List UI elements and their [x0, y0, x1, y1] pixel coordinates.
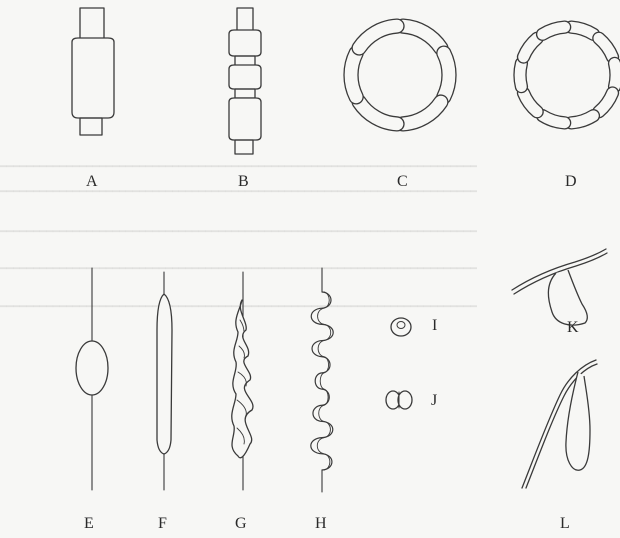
label-c: C: [397, 174, 408, 190]
label-e: E: [84, 516, 94, 532]
figure-c-ring: [344, 19, 456, 131]
label-l: L: [560, 516, 570, 532]
figure-l-loop: [522, 360, 597, 488]
label-i: I: [432, 318, 437, 334]
label-h: H: [315, 516, 327, 532]
label-f: F: [158, 516, 167, 532]
label-d: D: [565, 174, 577, 190]
figure-g-swelling: [232, 272, 253, 490]
figure-a-cell: [72, 8, 114, 135]
figure-e-swelling: [76, 268, 108, 490]
figure-k-sac: [512, 249, 607, 325]
label-b: B: [238, 174, 249, 190]
ring-c-cell: [352, 19, 404, 55]
coil-inner-line: [317, 292, 330, 470]
figure-b-cells: [229, 8, 261, 154]
figure-i-spore: [391, 318, 411, 336]
ring-d-cell: [537, 21, 571, 40]
figure-h-coil: [311, 268, 333, 492]
label-k: K: [567, 320, 579, 336]
figure-d-ring: [514, 21, 620, 129]
figure-f-swelling: [157, 272, 172, 490]
label-j: J: [431, 393, 437, 409]
label-g: G: [235, 516, 247, 532]
label-a: A: [86, 174, 98, 190]
figure-j-spores: [386, 391, 412, 409]
